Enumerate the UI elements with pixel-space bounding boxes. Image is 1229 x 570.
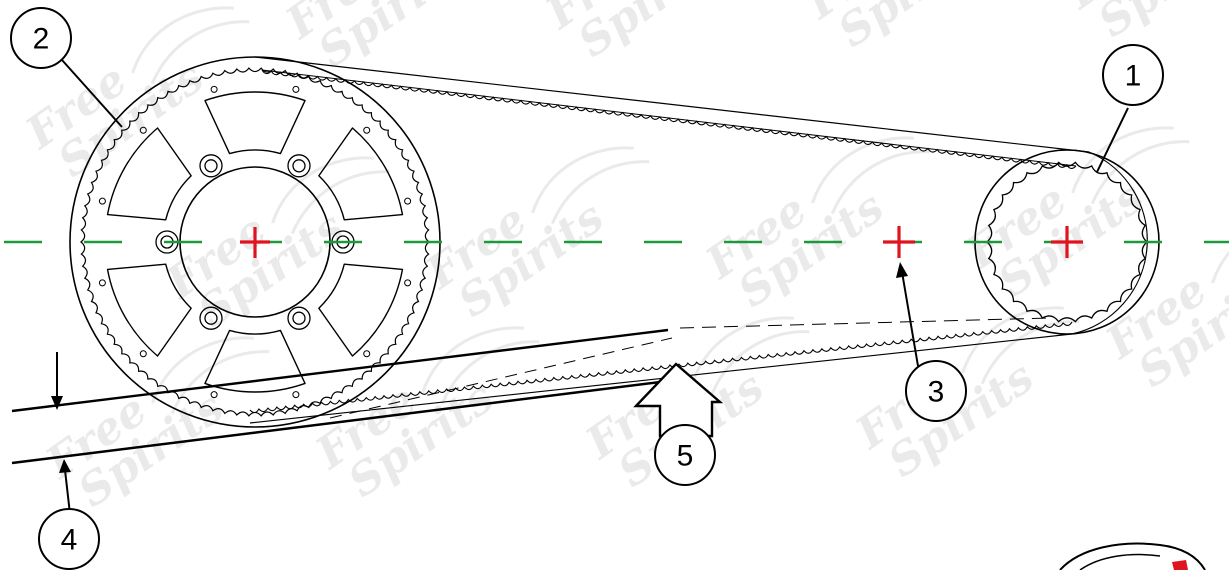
callout-5-label: 5: [677, 440, 694, 473]
rim-hole: [404, 197, 412, 205]
lightening-hole: [204, 329, 306, 393]
lightening-hole: [106, 127, 192, 221]
center-mark-front: [1051, 226, 1083, 258]
bolt-hole: [292, 311, 306, 325]
brand-logo-corner: [1059, 542, 1206, 570]
rim-hole: [292, 85, 300, 93]
rim-hole: [363, 350, 371, 358]
callout-5: 5: [654, 424, 716, 486]
rim-hole: [363, 126, 371, 134]
measurement-line-lower: [11, 379, 669, 465]
lightening-hole: [204, 91, 306, 155]
rim-hole: [139, 350, 147, 358]
rim-hole: [404, 279, 412, 287]
bolt-hole: [199, 154, 223, 178]
svg-text:Spirits: Spirits: [829, 0, 993, 58]
callout-2: 2: [10, 7, 72, 69]
callout-2-label: 2: [33, 23, 50, 56]
bolt-hole: [204, 311, 218, 325]
rim-hole: [98, 279, 106, 287]
bolt-hole: [204, 159, 218, 173]
bolt-hole: [199, 306, 223, 330]
lightening-hole: [318, 127, 404, 221]
center-mark-rear: [240, 227, 270, 258]
rim-hole: [139, 126, 147, 134]
rim-hole: [98, 197, 106, 205]
center-mark-midpoint: [883, 226, 915, 258]
bolt-hole: [287, 306, 311, 330]
measurement-line-upper: [11, 328, 669, 413]
straight-edge-reference: [679, 317, 1051, 329]
callout-1-label: 1: [1125, 60, 1142, 93]
callout-1: 1: [1102, 44, 1164, 106]
rim-hole: [292, 391, 300, 399]
leader-lines: [51, 59, 1129, 515]
lightening-holes: [106, 91, 404, 393]
rim-hole: [210, 391, 218, 399]
rim-hole: [210, 85, 218, 93]
bolt-hole: [292, 159, 306, 173]
callout-4-label: 4: [61, 524, 78, 557]
callout-3-label: 3: [928, 376, 945, 409]
lightening-hole: [106, 263, 192, 357]
lightening-hole: [318, 263, 404, 357]
callout-4: 4: [38, 508, 100, 570]
svg-text:Spirits: Spirits: [569, 0, 733, 68]
bolt-hole: [287, 154, 311, 178]
callout-3: 3: [905, 360, 967, 422]
svg-text:Spirits: Spirits: [1089, 0, 1229, 48]
watermark-logo: FreeSpiritsFreeSpiritsFreeSpiritsFreeSpi…: [15, 0, 1229, 518]
